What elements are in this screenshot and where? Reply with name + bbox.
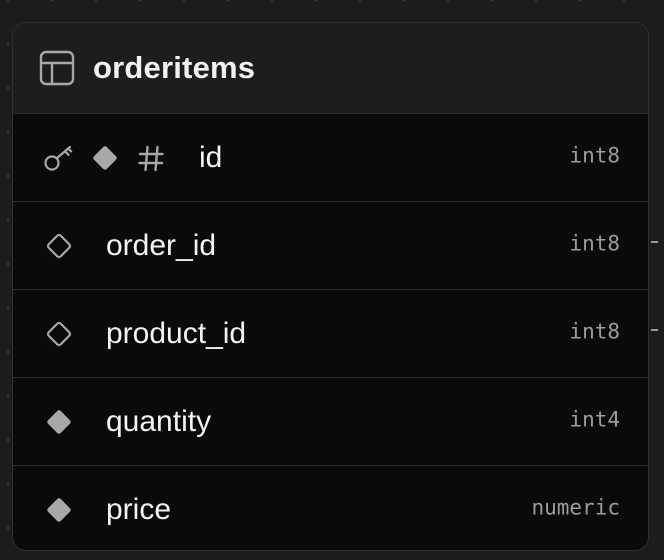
column-type: int8 [569, 319, 620, 344]
table-header[interactable]: orderitems [13, 23, 648, 113]
outline-diamond-icon [43, 230, 75, 262]
table-title: orderitems [93, 50, 256, 85]
filled-diamond-icon [43, 406, 75, 438]
key-icon [43, 142, 75, 174]
relation-connector-handle[interactable] [651, 329, 658, 331]
column-name: quantity [106, 404, 212, 438]
column-row-order-id[interactable]: order_id int8 [13, 201, 648, 289]
outline-diamond-icon [43, 318, 75, 350]
column-type: numeric [531, 495, 620, 520]
column-name: id [199, 140, 223, 174]
column-row-price[interactable]: price numeric [13, 465, 648, 550]
column-type: int8 [569, 143, 620, 168]
table-icon [39, 50, 75, 86]
column-type: int4 [569, 407, 620, 432]
column-row-quantity[interactable]: quantity int4 [13, 377, 648, 465]
column-row-product-id[interactable]: product_id int8 [13, 289, 648, 377]
relation-connector-handle[interactable] [651, 241, 658, 243]
column-name: price [106, 492, 172, 526]
filled-diamond-icon [43, 494, 75, 526]
table-card[interactable]: orderitems id int8 [12, 22, 649, 551]
column-name: product_id [106, 316, 247, 350]
column-name: order_id [106, 228, 217, 262]
column-row-id[interactable]: id int8 [13, 113, 648, 201]
filled-diamond-icon [89, 142, 121, 174]
hash-icon [135, 142, 167, 174]
column-type: int8 [569, 231, 620, 256]
